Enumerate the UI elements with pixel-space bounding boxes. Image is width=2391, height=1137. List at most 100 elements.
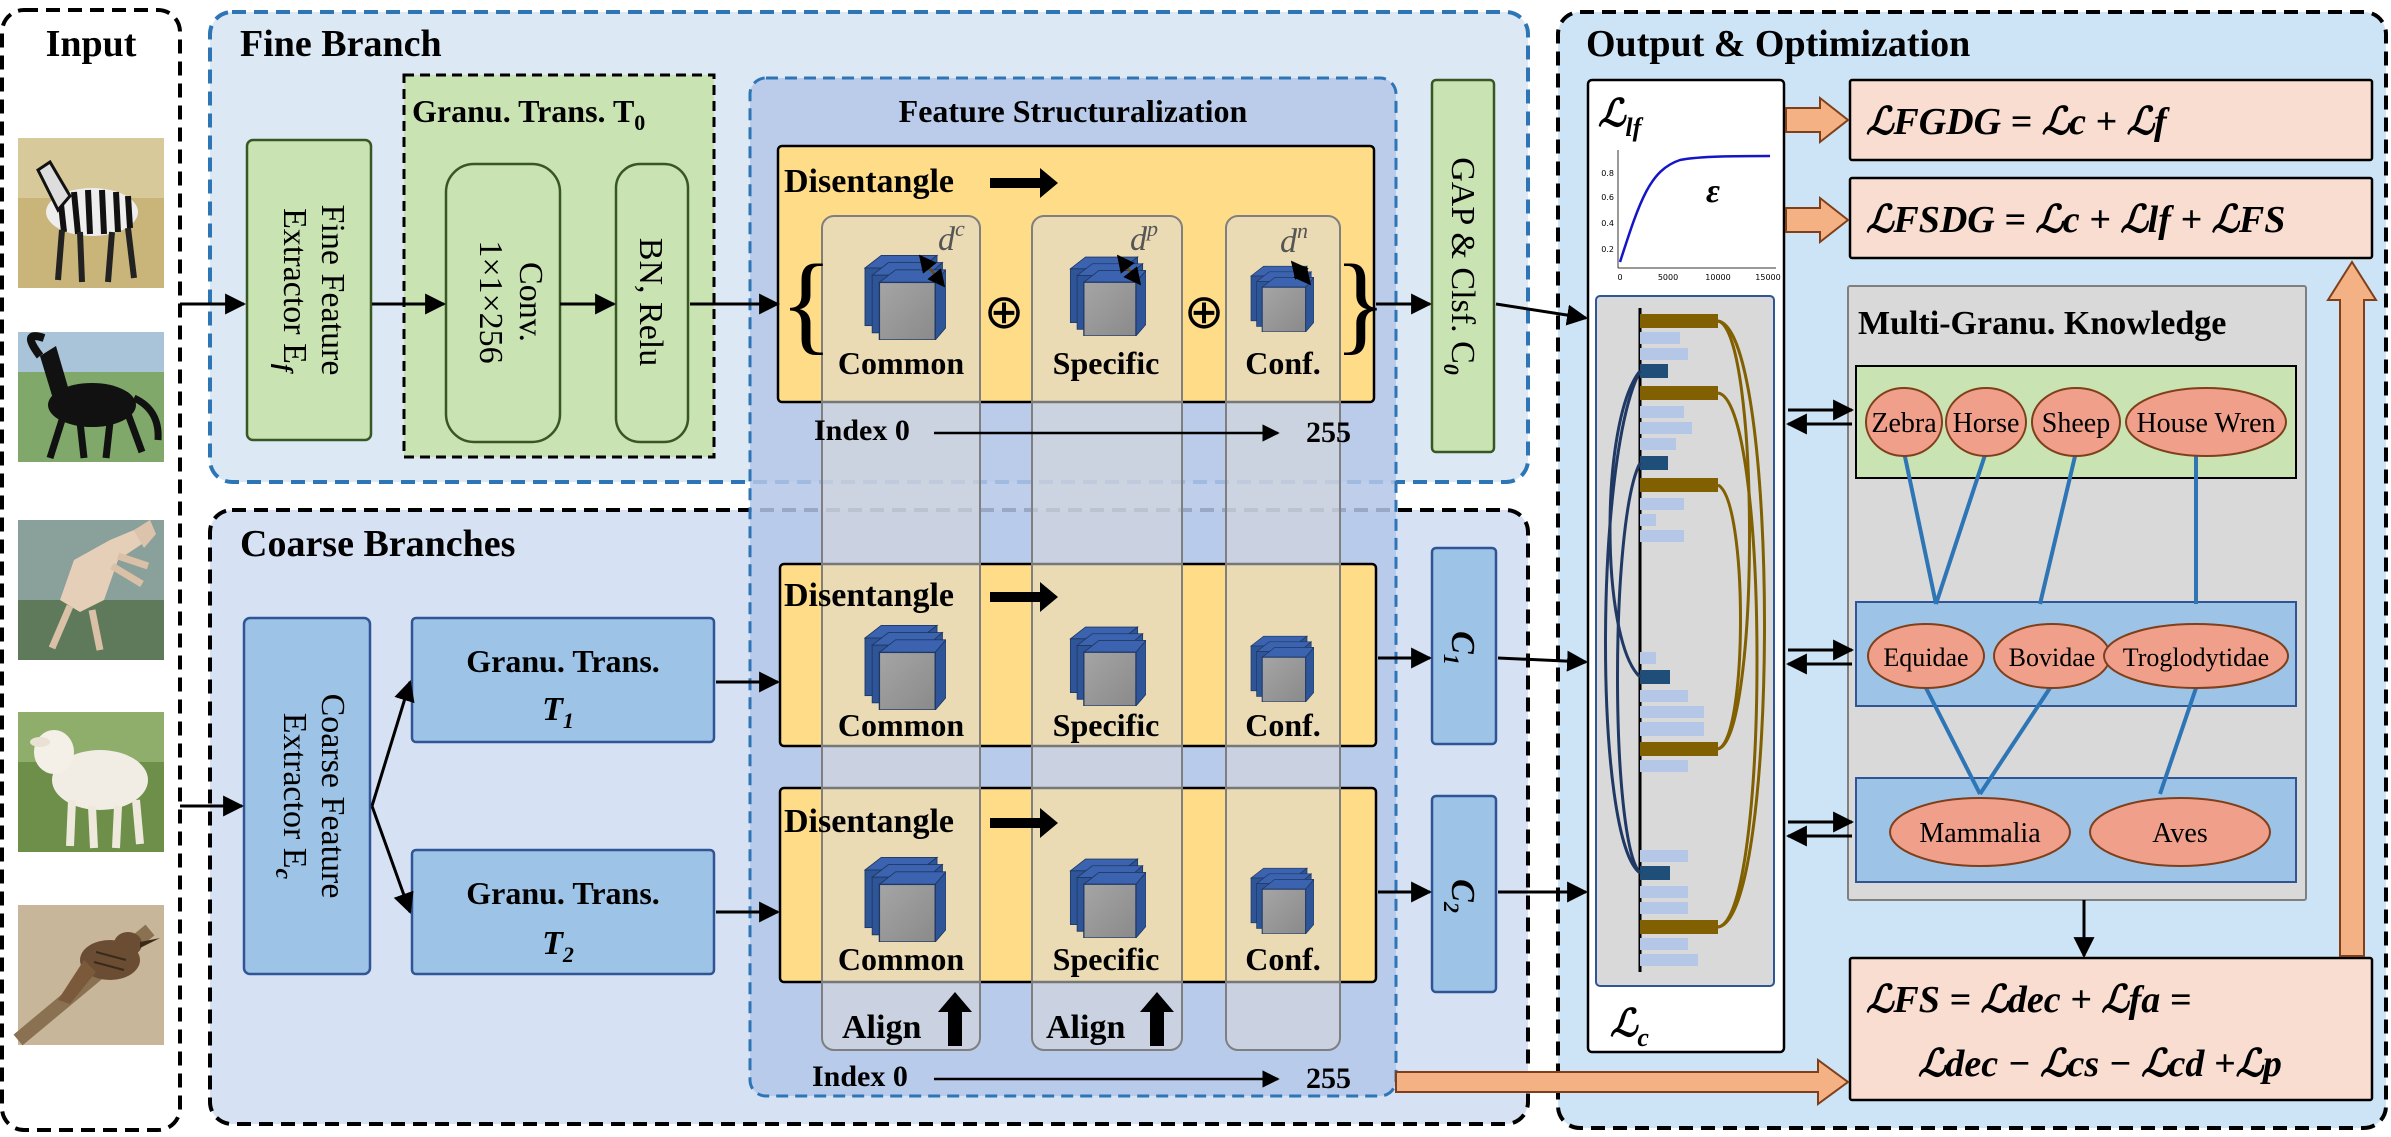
species-horse: Horse xyxy=(1953,408,2020,439)
family-equidae: Equidae xyxy=(1883,643,1968,672)
classifier-c1 xyxy=(1430,546,1498,746)
class-aves: Aves xyxy=(2152,818,2207,849)
fs-formula-line1: ℒFS = ℒdec + ℒfa = xyxy=(1866,979,2191,1021)
fine-branch-title: Fine Branch xyxy=(240,23,442,65)
align-arrow-icon xyxy=(938,992,972,1046)
common-label: Common xyxy=(838,345,964,381)
fs-formula-line2: ℒdec − ℒcs − ℒcd +ℒp xyxy=(1918,1043,2282,1085)
disentangle-label-coarse1: Disentangle xyxy=(784,577,954,614)
feature-structuralization-title: Feature Structuralization xyxy=(899,93,1248,129)
to-fsdg-arrow-icon xyxy=(1785,195,1850,245)
t2-symbol: T2 xyxy=(542,925,574,967)
fgdg-loss-box xyxy=(1848,78,2374,162)
specific-feature-cube xyxy=(1069,256,1146,336)
sheep-image xyxy=(18,712,164,852)
conf-feature-cube xyxy=(1250,635,1314,702)
align-label-common: Align xyxy=(842,1009,921,1046)
svg-text:15000: 15000 xyxy=(1755,273,1780,282)
common-feature-cube xyxy=(864,624,946,710)
fine-feature-extractor xyxy=(245,138,373,442)
conf-column xyxy=(1225,215,1341,1051)
taxonomy-edges xyxy=(1902,451,2198,796)
svg-text:0: 0 xyxy=(1617,273,1622,282)
fsdg-formula: ℒFSDG = ℒc + ℒlf + ℒFS xyxy=(1866,199,2285,241)
coarse-branches-title: Coarse Branches xyxy=(240,523,515,565)
horse-image xyxy=(18,332,164,462)
oplus-symbol: ⊕ xyxy=(984,284,1024,340)
t1-symbol: T1 xyxy=(542,691,574,733)
left-brace: { xyxy=(780,242,833,364)
gap-clsf-label: GAP & Clsf. C0 xyxy=(1439,157,1481,375)
svg-text:10000: 10000 xyxy=(1705,273,1730,282)
epsilon-plot: 0.8 0.6 0.4 0.2 0 5000 10000 15000 ε xyxy=(1601,150,1781,282)
svg-text:0.4: 0.4 xyxy=(1601,219,1614,228)
fs-loss-box xyxy=(1848,956,2374,1102)
common-label: Common xyxy=(838,707,964,743)
svg-text:5000: 5000 xyxy=(1658,273,1678,282)
zebra-image xyxy=(18,138,164,288)
fs-input-arrow-icon xyxy=(1395,1058,1850,1106)
input-title: Input xyxy=(46,23,137,65)
disentangle-arrow-icon xyxy=(990,808,1058,838)
conf-feature-cube xyxy=(1250,867,1314,934)
conf-label: Conf. xyxy=(1245,345,1321,381)
fine-extractor-line1: Fine Feature xyxy=(314,205,351,376)
output-title: Output & Optimization xyxy=(1586,23,1970,65)
gap-clsf-block xyxy=(1430,78,1496,454)
align-arrow-icon xyxy=(1140,992,1174,1046)
conv-label: Conv. xyxy=(512,262,549,342)
conf-label: Conf. xyxy=(1245,941,1321,977)
conv-size-label: 1×1×256 xyxy=(472,240,509,363)
dp-label: dp xyxy=(1130,216,1158,258)
disentangle-label-coarse2: Disentangle xyxy=(784,803,954,840)
fgdg-formula: ℒFGDG = ℒc + ℒf xyxy=(1866,101,2170,143)
family-troglodytidae: Troglodytidae xyxy=(2123,643,2269,672)
knowledge-bidirectional-arrows xyxy=(1785,399,1855,847)
granu-trans-t1-label: Granu. Trans. xyxy=(466,643,660,679)
knowledge-title: Multi-Granu. Knowledge xyxy=(1858,305,2226,342)
coarse-extractor-line2: Extractor Ec xyxy=(270,713,313,880)
fs-to-fsdg-arrow-icon xyxy=(2326,260,2378,957)
flow-arrows xyxy=(180,293,2095,959)
granu-trans-t0-title: Granu. Trans. T0 xyxy=(412,93,645,135)
common-feature-cube xyxy=(864,254,946,340)
class-mammalia: Mammalia xyxy=(1919,818,2041,849)
disentangle-arrow-icon xyxy=(990,582,1058,612)
align-label-specific: Align xyxy=(1046,1009,1125,1046)
disentangle-arrow-icon xyxy=(990,168,1058,198)
svg-text:0.2: 0.2 xyxy=(1601,245,1614,254)
conf-label: Conf. xyxy=(1245,707,1321,743)
specific-label: Specific xyxy=(1053,941,1160,977)
wren-image xyxy=(13,905,164,1046)
index-0-label: Index 0 xyxy=(812,1060,908,1093)
common-label: Common xyxy=(838,941,964,977)
family-bovidae: Bovidae xyxy=(2009,643,2096,672)
c2-label: C2 xyxy=(1439,879,1481,913)
lc-bars xyxy=(1640,314,1718,966)
lc-connection-curves xyxy=(1604,319,1766,929)
to-fgdg-arrow-icon xyxy=(1785,95,1850,145)
index-255-label: 255 xyxy=(1306,1062,1351,1095)
species-sheep: Sheep xyxy=(2042,408,2110,439)
bn-relu-label: BN, Relu xyxy=(632,238,669,366)
dc-label: dc xyxy=(938,216,965,258)
specific-feature-cube xyxy=(1069,858,1146,938)
coarse-extractor-line1: Coarse Feature xyxy=(314,694,351,899)
specific-label: Specific xyxy=(1053,345,1160,381)
fine-extractor-line2: Extractor Ef xyxy=(270,208,313,374)
oplus-symbol: ⊕ xyxy=(1184,284,1224,340)
l-lf-label: ℒlf xyxy=(1598,93,1644,142)
palomino-horse-image xyxy=(18,520,164,660)
c1-label: C1 xyxy=(1439,631,1481,665)
specific-label: Specific xyxy=(1053,707,1160,743)
epsilon-label: ε xyxy=(1706,173,1720,210)
l-c-label: ℒc xyxy=(1610,1003,1649,1052)
svg-text:0.8: 0.8 xyxy=(1601,169,1614,178)
specific-feature-cube xyxy=(1069,626,1146,706)
index-255-label: 255 xyxy=(1306,416,1351,449)
disentangle-label-fine: Disentangle xyxy=(784,163,954,200)
species-zebra: Zebra xyxy=(1871,408,1937,439)
species-house-wren: House Wren xyxy=(2136,408,2275,439)
common-feature-cube xyxy=(864,856,946,942)
